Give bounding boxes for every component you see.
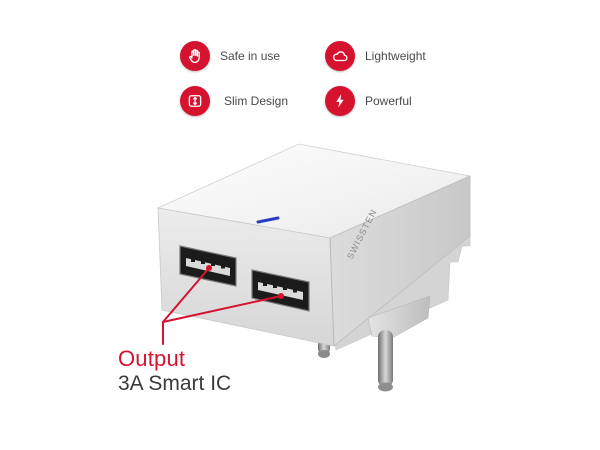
lightning-bolt-icon: [325, 86, 355, 116]
feature-label: Safe in use: [220, 49, 281, 63]
feature-powerful: Powerful: [325, 86, 412, 116]
cloud-icon: [325, 41, 355, 71]
usb-port-right: [251, 269, 310, 312]
caption-output: Output: [118, 346, 186, 371]
feature-safe-in-use: Safe in use: [180, 41, 280, 71]
feature-label: Slim Design: [224, 94, 289, 108]
hand-stop-icon: [180, 41, 210, 71]
feature-slim-design: Slim Design: [180, 86, 288, 116]
feature-label: Lightweight: [365, 49, 426, 63]
caption-smart-ic: 3A Smart IC: [118, 372, 232, 395]
feature-label: Powerful: [365, 94, 412, 108]
callout-lines: [162, 267, 282, 345]
feature-lightweight: Lightweight: [325, 41, 426, 71]
led-indicator: [256, 216, 280, 224]
callout-dot: [278, 293, 284, 299]
plug-body: [367, 295, 431, 339]
callout-dot: [206, 265, 212, 271]
slim-arrows-icon: [180, 86, 210, 116]
